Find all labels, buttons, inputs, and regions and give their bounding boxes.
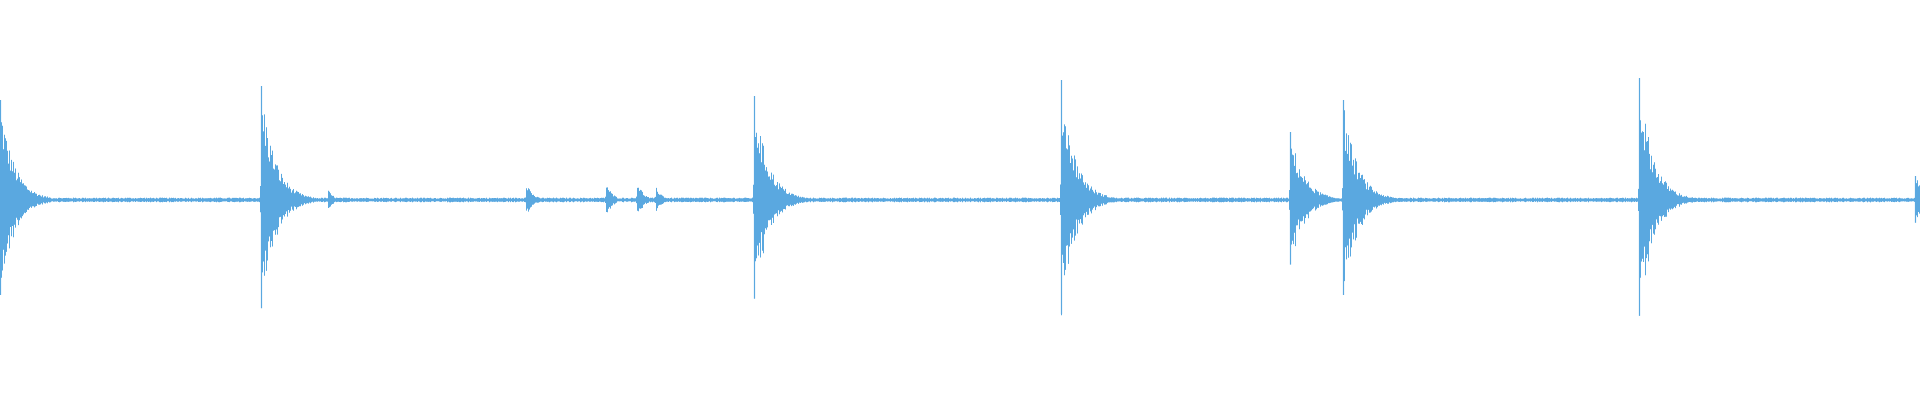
waveform-path xyxy=(0,80,1920,316)
waveform-trace xyxy=(0,78,1920,316)
